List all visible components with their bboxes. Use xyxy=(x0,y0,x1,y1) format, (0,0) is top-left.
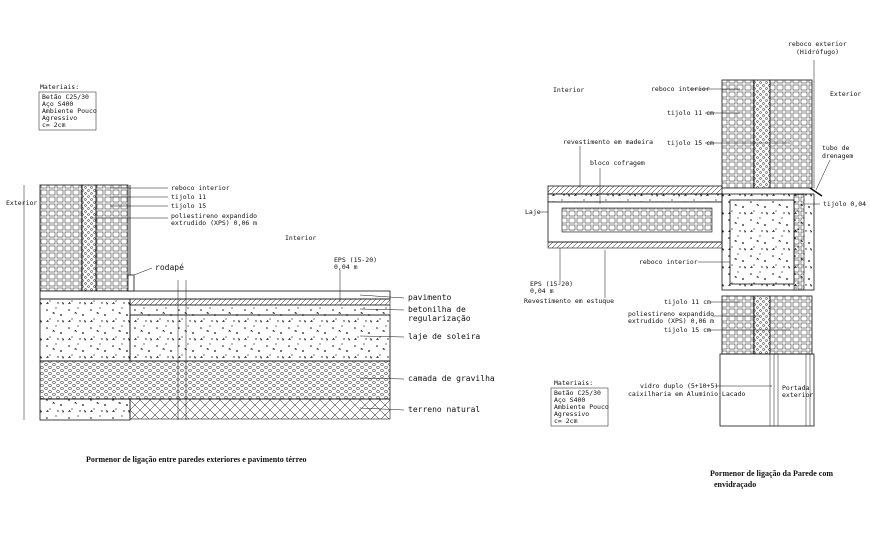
left-foundation xyxy=(39,298,131,362)
right-label-eps1: EPS (15-20) xyxy=(530,280,573,288)
left-wall-brick-11 xyxy=(95,184,129,292)
left-label-tijolo11: tijolo 11 xyxy=(171,193,206,201)
right-label-tijolo15-bot: tijolo 15 cm xyxy=(664,326,711,334)
right-label-tubo2: drenagem xyxy=(822,152,853,160)
right-material-4: Agressivo xyxy=(554,410,589,418)
right-ceiling-plaster xyxy=(547,241,723,249)
left-rodape xyxy=(127,274,135,292)
right-label-poli1: poliestireno expandido xyxy=(628,310,714,318)
right-top-brick-11 xyxy=(721,79,755,189)
right-label-tijolo15-top: tijolo 15 cm xyxy=(667,139,714,147)
left-label-poli2: extrudido (XPS) 0,06 m xyxy=(171,219,257,227)
left-label-gravilha: camada de gravilha xyxy=(408,374,495,383)
left-gravilha xyxy=(39,360,391,400)
left-material-4: Agressivo xyxy=(42,114,77,122)
left-material-3: Ambiente Pouco xyxy=(42,107,97,115)
right-material-3: Ambiente Pouco xyxy=(554,403,609,411)
right-label-tijolo004: tijolo 0,04 m xyxy=(823,200,870,208)
right-materials-title: Materiais: xyxy=(554,379,593,387)
left-materials-title: Materiais: xyxy=(40,83,79,91)
left-pavimento xyxy=(39,290,391,300)
right-caption-2: envidraçado xyxy=(714,480,756,489)
right-label-reboco-ext2: (Hidrófugo) xyxy=(796,48,839,56)
right-bottom-insulation xyxy=(753,295,771,355)
left-label-rodape: rodapé xyxy=(155,262,184,272)
right-material-2: Aço S400 xyxy=(554,396,585,404)
right-label-reboco-int-mid: reboco interior xyxy=(639,258,698,266)
right-top-brick-15 xyxy=(769,79,813,189)
right-label-interior: Interior xyxy=(553,86,584,94)
left-eps-layer xyxy=(129,298,391,306)
left-wall-insulation xyxy=(81,184,97,292)
right-label-tijolo11-bot: tijolo 11 cm xyxy=(664,298,711,306)
right-label-portada2: exterior xyxy=(782,391,813,399)
right-label-portada1: Portada xyxy=(782,384,809,392)
left-laje-soleira xyxy=(129,314,391,362)
right-label-tubo1: tubo de xyxy=(822,144,849,152)
right-label-caixilharia: caixilharia em Alumínio Lacado xyxy=(628,390,745,398)
right-material-5: c= 2cm xyxy=(554,417,578,425)
right-label-reboco-int-top: reboco interior xyxy=(651,85,710,93)
right-material-1: Betão C25/30 xyxy=(554,389,601,397)
right-label-eps2: 0,04 m xyxy=(530,287,554,295)
right-bottom-brick-15 xyxy=(769,295,813,355)
right-label-poli2: extrudido (XPS) 0,06 m xyxy=(628,317,714,325)
right-label-madeira: revestimento em madeira xyxy=(563,138,653,146)
left-label-pavimento: pavimento xyxy=(408,293,452,302)
left-material-5: c= 2cm xyxy=(42,121,66,129)
left-caption: Pormenor de ligação entre paredes exteri… xyxy=(86,455,307,464)
left-label-reboco: reboco interior xyxy=(171,184,230,192)
left-label-tijolo15: tijolo 15 xyxy=(171,202,206,210)
right-top-insulation xyxy=(753,79,771,189)
right-label-exterior: Exterior xyxy=(830,90,861,98)
left-label-poli1: poliestireno expandido xyxy=(171,212,257,220)
left-exterior-label: Exterior xyxy=(6,199,37,207)
left-label-terreno: terreno natural xyxy=(408,405,480,414)
left-materials-box xyxy=(38,91,97,131)
right-label-vidro: vidro duplo (5+10+5) xyxy=(640,382,718,390)
right-wood-floor xyxy=(547,185,723,195)
right-bottom-brick-11 xyxy=(721,295,755,355)
right-label-bloco: bloco cofragem xyxy=(590,159,645,167)
left-material-2: Aço S400 xyxy=(42,100,73,108)
right-label-tijolo11-top: tijolo 11 cm xyxy=(667,109,714,117)
left-label-betonilha1: betonilha de xyxy=(408,305,466,314)
right-caption-1: Pormenor de ligação da Parede com xyxy=(710,469,833,478)
left-label-eps2: 0,04 m xyxy=(334,263,358,271)
left-material-1: Betão C25/30 xyxy=(42,93,89,101)
left-betonilha xyxy=(129,304,391,316)
right-detail: reboco exterior (Hidrófugo) Interior Ext… xyxy=(524,40,870,489)
right-label-laje: Laje xyxy=(525,208,541,216)
left-label-laje: laje de soleira xyxy=(408,332,480,341)
right-label-estuque: Revestimento em estuque xyxy=(524,297,614,305)
left-label-eps1: EPS (15-20) xyxy=(334,256,377,264)
right-window xyxy=(719,353,815,427)
left-interior-label: Interior xyxy=(285,234,316,242)
left-detail: Materiais: Betão C25/30 Aço S400 Ambient… xyxy=(6,83,495,464)
right-materials-box xyxy=(550,387,609,427)
left-terreno xyxy=(129,398,391,420)
left-label-betonilha2: regularização xyxy=(408,314,471,323)
right-label-reboco-ext1: reboco exterior xyxy=(788,40,847,48)
left-wall-brick-15 xyxy=(39,184,83,292)
